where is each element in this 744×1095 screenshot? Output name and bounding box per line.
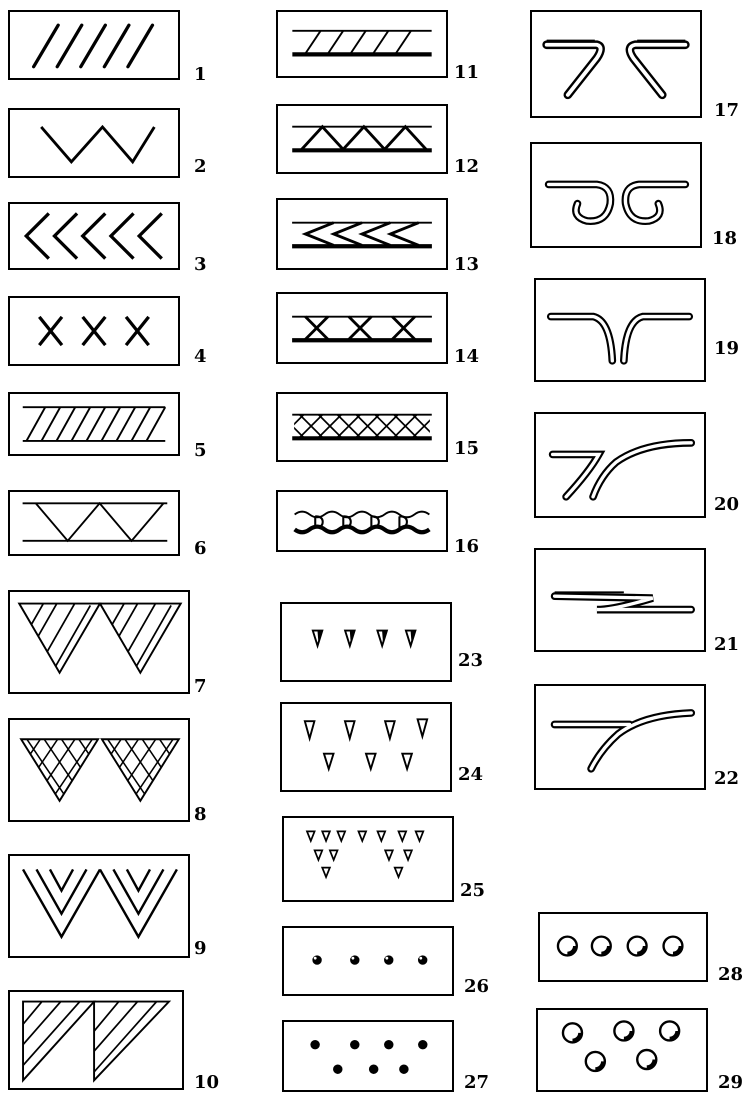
ring-dots-motif: [538, 1010, 706, 1090]
motif-number: 16: [454, 538, 479, 556]
motif-number: 20: [714, 496, 739, 514]
motif-panel-17: [530, 10, 702, 118]
cross-band-motif: [278, 294, 446, 362]
motif-number: 18: [712, 230, 737, 248]
motif-number: 5: [194, 442, 207, 460]
motif-number: 6: [194, 540, 207, 558]
motif-panel-11: [276, 10, 448, 78]
motif-panel-14: [276, 292, 448, 364]
motif-number: 1: [194, 66, 207, 84]
motif-number: 22: [714, 770, 739, 788]
zigzag-motif: [10, 110, 178, 176]
ring-dots-motif: [540, 914, 706, 980]
motif-panel-19: [534, 278, 706, 382]
motif-panel-16: [276, 490, 448, 552]
motif-number: 4: [194, 348, 207, 366]
dot-triangles-motif: [282, 704, 450, 790]
wavy-loop-band-motif: [278, 492, 446, 550]
motif-number: 12: [454, 158, 479, 176]
motif-panel-18: [530, 142, 702, 248]
motif-panel-23: [280, 602, 452, 682]
motif-number: 10: [194, 1074, 219, 1092]
chevron-row-motif: [10, 204, 178, 268]
motif-number: 13: [454, 256, 479, 274]
small-dots-motif: [284, 1022, 452, 1090]
hatched-band-motif: [10, 394, 178, 454]
motif-panel-26: [282, 926, 454, 996]
small-dots-motif: [284, 928, 452, 994]
motif-panel-22: [534, 684, 706, 790]
motif-panel-2: [8, 108, 180, 178]
motif-panel-13: [276, 198, 448, 270]
motif-panel-25: [282, 816, 454, 902]
lattice-band-motif: [278, 394, 446, 460]
motif-number: 8: [194, 806, 207, 824]
diverging-curves-motif: [536, 686, 704, 788]
motif-number: 24: [458, 766, 483, 784]
motif-panel-5: [8, 392, 180, 456]
motif-panel-3: [8, 202, 180, 270]
motif-number: 3: [194, 256, 207, 274]
cross-row-motif: [10, 298, 178, 364]
converging-curves-motif: [536, 280, 704, 380]
crosshatched-triangles-motif: [10, 720, 188, 820]
motif-panel-28: [538, 912, 708, 982]
motif-number: 27: [464, 1074, 489, 1092]
motif-number: 11: [454, 64, 479, 82]
nested-chevrons-motif: [10, 856, 188, 956]
dot-triangles-motif: [282, 604, 450, 680]
sweeping-curves-motif: [536, 414, 704, 516]
motif-number: 26: [464, 978, 489, 996]
triangle-band-motif: [10, 492, 178, 554]
interlocking-curves-motif: [536, 550, 704, 650]
motif-panel-21: [534, 548, 706, 652]
motif-number: 28: [718, 966, 743, 984]
motif-panel-20: [534, 412, 706, 518]
motif-panel-10: [8, 990, 184, 1090]
motif-number: 9: [194, 940, 207, 958]
motif-number: 29: [718, 1074, 743, 1092]
spiral-scroll-motif: [532, 144, 700, 246]
motif-number: 15: [454, 440, 479, 458]
motif-panel-7: [8, 590, 190, 694]
motif-panel-15: [276, 392, 448, 462]
motif-number: 19: [714, 340, 739, 358]
motif-number: 21: [714, 636, 739, 654]
hooked-band-motif: [532, 12, 700, 116]
motif-panel-24: [280, 702, 452, 792]
dot-triangles-motif: [284, 818, 452, 900]
motif-number: 14: [454, 348, 479, 366]
motif-panel-12: [276, 104, 448, 174]
motif-number: 25: [460, 882, 485, 900]
triangle-band-motif: [278, 106, 446, 172]
motif-number: 7: [194, 678, 207, 696]
motif-panel-4: [8, 296, 180, 366]
hatched-triangles-motif: [10, 592, 188, 692]
chevron-band-motif: [278, 200, 446, 268]
diagonal-strokes-motif: [10, 12, 178, 78]
motif-number: 2: [194, 158, 207, 176]
motif-panel-8: [8, 718, 190, 822]
motif-panel-1: [8, 10, 180, 80]
motif-number: 17: [714, 102, 739, 120]
motif-panel-6: [8, 490, 180, 556]
motif-number: 23: [458, 652, 483, 670]
hatched-sawtooth-motif: [10, 992, 182, 1088]
motif-panel-29: [536, 1008, 708, 1092]
motif-panel-27: [282, 1020, 454, 1092]
motif-panel-9: [8, 854, 190, 958]
hatched-band-motif: [278, 12, 446, 76]
